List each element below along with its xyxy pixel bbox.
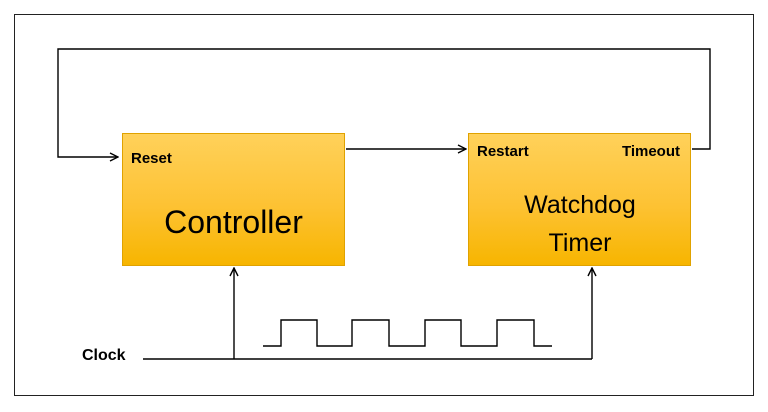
timeout-feedback-wire (57, 48, 711, 157)
controller-title: Controller (164, 204, 303, 240)
clock-label: Clock (82, 347, 126, 364)
controller-block: Reset Controller (122, 133, 345, 266)
timeout-port-label: Timeout (621, 143, 680, 160)
watchdog-title: Watchdog Timer (524, 191, 636, 257)
reset-port-label: Reset (131, 150, 172, 167)
restart-port-label: Restart (477, 143, 529, 160)
clock-waveform (263, 319, 552, 347)
diagram-frame (14, 14, 754, 396)
watchdog-timer-block: Restart Timeout Watchdog Timer (468, 133, 691, 266)
